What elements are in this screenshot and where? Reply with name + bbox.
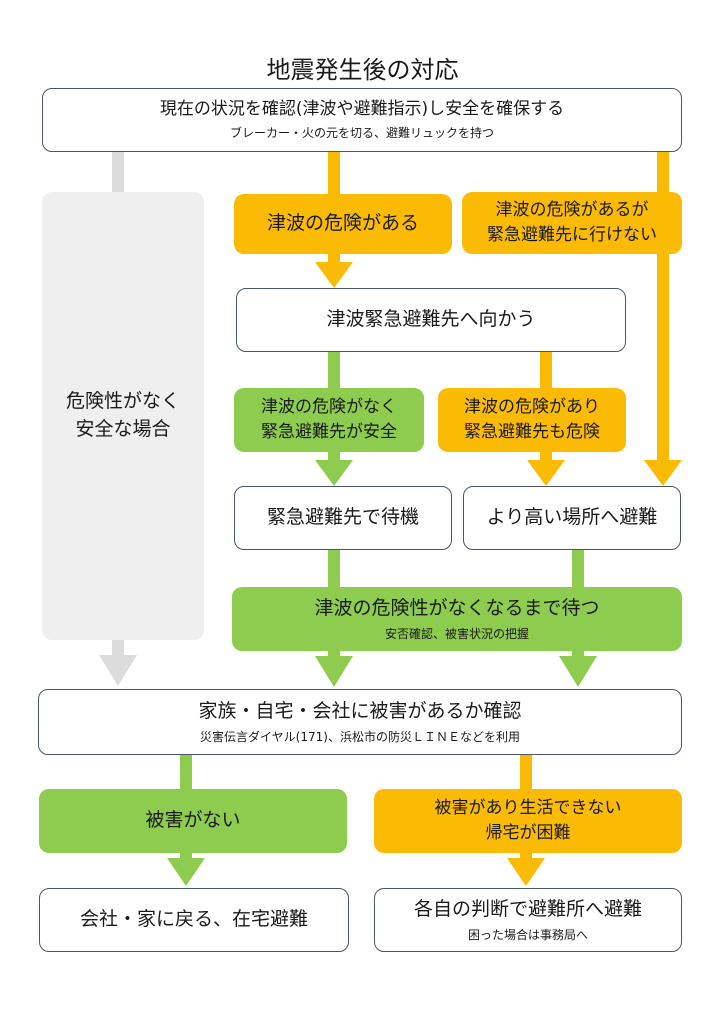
node-label: 家族・自宅・会社に被害があるか確認 xyxy=(198,700,522,723)
node-shelter-safe: 津波の危険がなく 緊急避難先が安全 xyxy=(234,388,424,452)
node-label: 津波の危険性がなくなるまで待つ xyxy=(314,597,600,620)
node-label: 津波緊急避難先へ向かう xyxy=(326,308,536,331)
node-label: 現在の状況を確認(津波や避難指示)し安全を確保する xyxy=(159,99,565,120)
node-return-home: 会社・家に戻る、在宅避難 xyxy=(39,888,349,952)
connector-green-8 xyxy=(180,852,192,860)
connector-green-7 xyxy=(180,754,192,790)
node-line2: 緊急避難先に行けない xyxy=(487,225,657,245)
node-label: 各自の判断で避難所へ避難 xyxy=(413,898,642,921)
node-evacuate-higher: より高い場所へ避難 xyxy=(463,486,681,550)
node-go-emergency-shelter: 津波緊急避難先へ向かう xyxy=(236,288,626,352)
connector-green-4 xyxy=(572,550,584,588)
connector-orange-1 xyxy=(328,150,340,195)
arrow-green-check-2 xyxy=(559,656,597,687)
node-tsunami-danger: 津波の危険がある xyxy=(234,194,452,254)
arrow-orange-higher xyxy=(527,460,565,486)
node-damaged: 被害があり生活できない 帰宅が困難 xyxy=(374,789,682,853)
connector-green-3 xyxy=(328,550,340,588)
arrow-green-return xyxy=(167,858,205,886)
connector-orange-6 xyxy=(520,852,532,860)
arrow-green-check-1 xyxy=(315,656,353,687)
arrow-gray-down xyxy=(99,655,137,686)
connector-green-6 xyxy=(572,650,584,658)
node-line2: 緊急避難先が安全 xyxy=(261,422,397,442)
arrow-orange-shelter xyxy=(507,858,545,886)
node-line2: 帰宅が困難 xyxy=(485,823,571,843)
connector-orange-4 xyxy=(540,452,552,462)
connector-green-5 xyxy=(328,650,340,658)
node-note: ブレーカー・火の元を切る、避難リュックを持つ xyxy=(229,126,494,141)
arrow-orange-emergency xyxy=(315,262,353,288)
connector-orange-right-1 xyxy=(657,150,669,192)
node-wait-until-safe: 津波の危険性がなくなるまで待つ 安否確認、被害状況の把握 xyxy=(232,587,682,651)
node-note: 安否確認、被害状況の把握 xyxy=(384,626,529,641)
arrow-orange-higher-right xyxy=(644,460,682,486)
connector-gray-top xyxy=(112,150,124,192)
connector-green-2 xyxy=(328,452,340,462)
connector-orange-2 xyxy=(328,252,340,264)
connector-orange-3 xyxy=(540,352,552,388)
node-no-danger: 危険性がなく 安全な場合 xyxy=(42,192,204,640)
node-label: 津波の危険がある xyxy=(266,212,419,235)
node-line2: 緊急避難先も危険 xyxy=(464,422,600,442)
node-label: より高い場所へ避難 xyxy=(486,506,658,529)
node-line1: 被害があり生活できない xyxy=(434,798,622,819)
node-line1: 津波の危険がなく xyxy=(261,397,397,418)
node-label: 会社・家に戻る、在宅避難 xyxy=(79,908,308,931)
node-go-evacuation-center: 各自の判断で避難所へ避難 困った場合は事務局へ xyxy=(374,888,682,952)
node-check-situation: 現在の状況を確認(津波や避難指示)し安全を確保する ブレーカー・火の元を切る、避… xyxy=(42,88,682,152)
node-note: 災害伝言ダイヤル(171)、浜松市の防災ＬＩＮＥなどを利用 xyxy=(200,729,520,744)
connector-gray-bottom xyxy=(112,640,124,656)
page-title: 地震発生後の対応 xyxy=(266,56,459,84)
arrow-green-wait-shelter xyxy=(315,460,353,486)
node-line1: 津波の危険があり xyxy=(464,397,600,418)
node-shelter-danger: 津波の危険があり 緊急避難先も危険 xyxy=(438,388,626,452)
node-label: 緊急避難先で待機 xyxy=(266,506,419,529)
node-cannot-reach-shelter: 津波の危険があるが 緊急避難先に行けない xyxy=(462,192,682,254)
connector-orange-right-2 xyxy=(657,252,669,462)
node-line2: 安全な場合 xyxy=(75,418,171,440)
node-check-damage: 家族・自宅・会社に被害があるか確認 災害伝言ダイヤル(171)、浜松市の防災ＬＩ… xyxy=(38,689,682,755)
connector-green-1 xyxy=(328,352,340,388)
node-no-damage: 被害がない xyxy=(39,789,347,853)
node-line1: 危険性がなく xyxy=(65,390,180,413)
node-note: 困った場合は事務局へ xyxy=(467,927,588,942)
node-wait-at-shelter: 緊急避難先で待機 xyxy=(234,486,452,550)
node-line1: 津波の危険があるが xyxy=(495,199,649,220)
connector-orange-5 xyxy=(520,754,532,790)
node-label: 被害がない xyxy=(145,809,241,832)
